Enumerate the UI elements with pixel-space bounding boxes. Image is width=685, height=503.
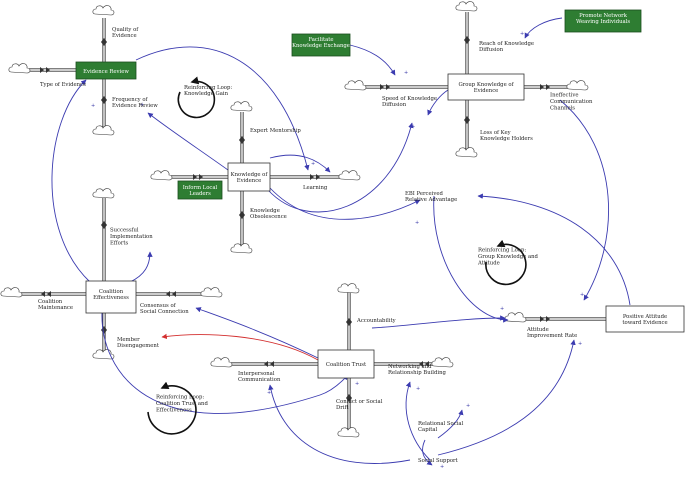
- svg-text:Reinforcing Loop:Coalition Tru: Reinforcing Loop:Coalition Trust andEffe…: [156, 395, 208, 414]
- cloud-source: [150, 170, 173, 181]
- cloud-source: [337, 283, 360, 294]
- cloud-source: [92, 188, 115, 199]
- stock-evidence-review[interactable]: Evidence Review: [75, 61, 137, 80]
- cloud-sink: [92, 125, 115, 136]
- cloud-source: [431, 357, 454, 368]
- cloud-source: [455, 1, 478, 12]
- svg-text:Evidence Review: Evidence Review: [83, 69, 129, 75]
- polarity-plus: +: [404, 70, 408, 76]
- polarity-plus: +: [520, 31, 524, 37]
- label-accountability: Accountability: [356, 318, 396, 324]
- polarity-plus: +: [415, 220, 419, 226]
- polarity-plus: +: [147, 254, 151, 260]
- cloud-source: [200, 287, 223, 298]
- stock-coalition-trust[interactable]: Coalition Trust: [317, 349, 375, 379]
- cloud-source: [344, 80, 367, 91]
- polarity-plus: +: [416, 386, 420, 392]
- polarity-plus: +: [311, 161, 315, 167]
- polarity-plus: +: [500, 306, 504, 312]
- cloud-source: [504, 312, 527, 323]
- polarity-plus: +: [578, 341, 582, 347]
- cloud-source: [230, 101, 253, 112]
- cloud-source: [92, 5, 115, 16]
- cloud-sink: [210, 357, 233, 368]
- polarity-plus: +: [355, 381, 359, 387]
- label-social-support: Social Support: [418, 458, 459, 464]
- causal-links: [51, 17, 631, 466]
- cloud-sink: [92, 349, 115, 360]
- polarity-plus: +: [580, 292, 584, 298]
- label-type-of-evidence: Type of Evidence: [40, 82, 86, 88]
- label-expert-mentorship: Expert Mentorship: [250, 128, 301, 134]
- svg-text:Reinforcing Loop:Group Knowled: Reinforcing Loop:Group Knowledge andAtti…: [477, 248, 539, 267]
- cloud-sink: [337, 427, 360, 438]
- cloud-sink: [338, 170, 361, 181]
- polarity-plus: +: [440, 464, 444, 470]
- polarity-plus: +: [140, 102, 144, 108]
- label-learning: Learning: [303, 185, 328, 191]
- cloud-sink: [455, 147, 478, 158]
- polarity-marks: + + + + + + + + + + + + + + + +: [91, 31, 584, 470]
- loop-knowledge-gain: Reinforcing Loop:Knowledge Gain: [177, 76, 232, 119]
- polarity-plus: +: [411, 124, 415, 130]
- svg-text:Coalition Trust: Coalition Trust: [326, 362, 367, 368]
- polarity-plus: +: [267, 390, 271, 396]
- svg-text:Reinforcing Loop:Knowledge Gai: Reinforcing Loop:Knowledge Gain: [184, 85, 232, 97]
- cloud-sink: [0, 287, 23, 298]
- cloud-source: [8, 63, 31, 74]
- polarity-plus: +: [91, 103, 95, 109]
- polarity-plus: +: [466, 403, 470, 409]
- cloud-sink: [230, 243, 253, 254]
- cloud-sink: [566, 80, 589, 91]
